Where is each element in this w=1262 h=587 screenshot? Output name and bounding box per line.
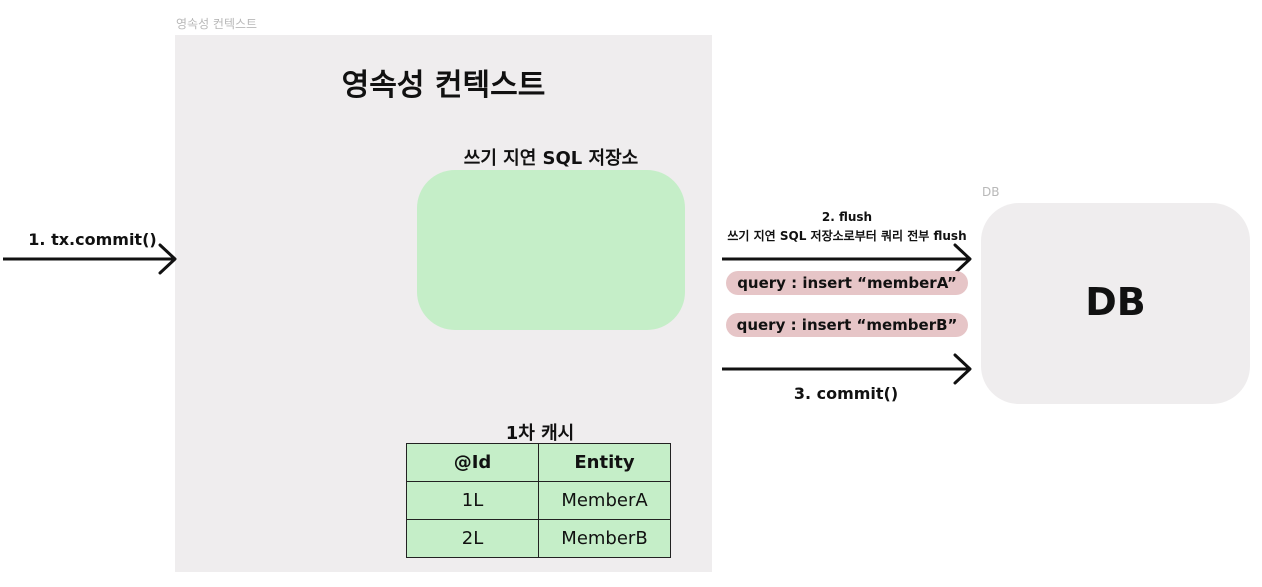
db-box xyxy=(981,203,1250,404)
persistence-context-title: 영속성 컨텍스트 xyxy=(341,68,546,103)
table-row: 2L MemberB xyxy=(406,519,671,558)
tx-commit-label: 1. tx.commit() xyxy=(28,230,157,249)
table-header-entity: Entity xyxy=(538,443,671,482)
first-level-cache-title: 1차 캐시 xyxy=(505,423,575,444)
table-cell-id: 2L xyxy=(406,519,539,558)
persistence-context-frame-label: 영속성 컨텍스트 xyxy=(176,17,258,31)
table-header-row: @Id Entity xyxy=(406,443,671,482)
flush-arrow xyxy=(722,243,972,275)
db-label: DB xyxy=(1085,280,1146,324)
flush-label: 2. flush xyxy=(821,210,873,224)
query-pill-member-b: query : insert “memberB” xyxy=(726,313,968,337)
db-commit-arrow xyxy=(722,353,972,385)
table-cell-entity: MemberB xyxy=(538,519,671,558)
sql-store-title: 쓰기 지연 SQL 저장소 xyxy=(463,148,639,169)
flush-description: 쓰기 지연 SQL 저장소로부터 쿼리 전부 flush xyxy=(727,229,967,243)
db-commit-label: 3. commit() xyxy=(793,384,899,403)
first-level-cache-table: @Id Entity 1L MemberA 2L MemberB xyxy=(406,443,671,558)
db-frame-label: DB xyxy=(982,185,1000,199)
query-pill-member-a: query : insert “memberA” xyxy=(726,271,968,295)
table-cell-id: 1L xyxy=(406,481,539,520)
commit-arrow xyxy=(3,243,177,275)
sql-store-box xyxy=(417,170,685,330)
